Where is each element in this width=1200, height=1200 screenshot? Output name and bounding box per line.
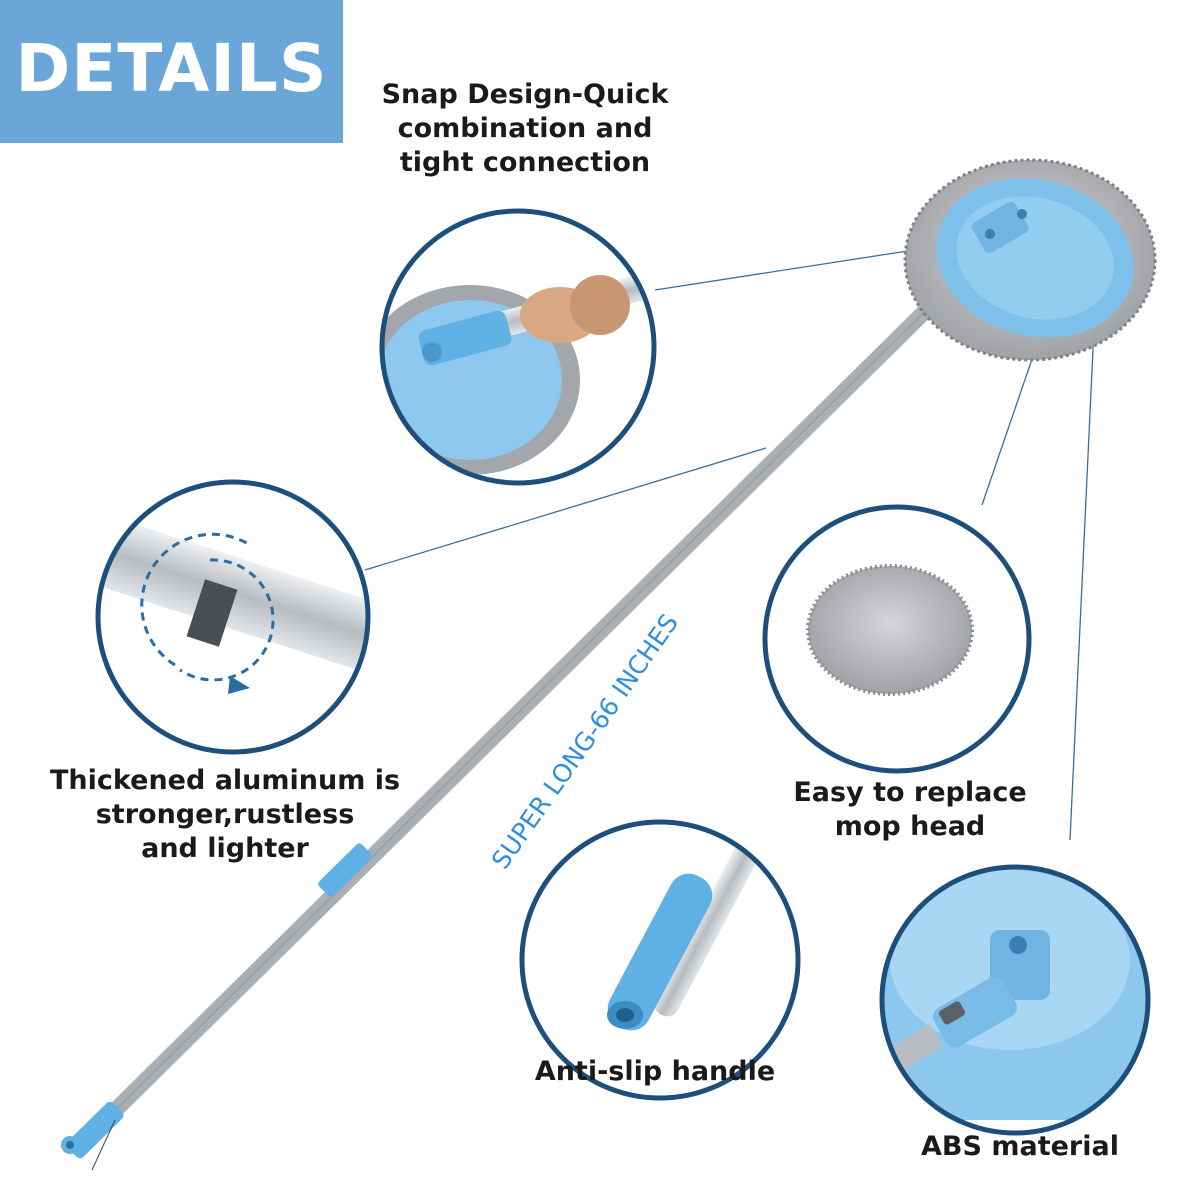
caption-line: Thickened aluminum is bbox=[50, 765, 401, 796]
caption-line: and lighter bbox=[141, 833, 309, 864]
caption-anti-slip: Anti-slip handle bbox=[520, 1055, 790, 1089]
caption-replace-head: Easy to replace mop head bbox=[780, 776, 1040, 844]
mop-head bbox=[903, 158, 1157, 362]
caption-abs-material: ABS material bbox=[900, 1130, 1140, 1164]
mop-pole bbox=[61, 254, 983, 1171]
detail-circle-replace-head bbox=[762, 504, 1032, 774]
details-header-banner: DETAILS bbox=[0, 0, 343, 143]
caption-snap-design: Snap Design-Quick combination and tight … bbox=[375, 78, 675, 180]
caption-line: Easy to replace bbox=[793, 777, 1027, 808]
detail-circle-handle bbox=[519, 819, 801, 1101]
caption-line: stronger,rustless bbox=[95, 799, 355, 830]
caption-line: mop head bbox=[834, 811, 986, 842]
caption-line: Snap Design-Quick bbox=[381, 79, 669, 110]
detail-circle-snap bbox=[379, 208, 657, 486]
detail-circle-abs bbox=[879, 864, 1151, 1136]
caption-aluminum: Thickened aluminum is stronger,rustless … bbox=[50, 764, 400, 866]
details-title: DETAILS bbox=[15, 30, 328, 107]
caption-line: tight connection bbox=[399, 147, 651, 178]
caption-line: ABS material bbox=[921, 1131, 1119, 1162]
caption-line: combination and bbox=[397, 113, 653, 144]
detail-circle-aluminum bbox=[95, 479, 371, 755]
caption-line: Anti-slip handle bbox=[534, 1056, 776, 1087]
